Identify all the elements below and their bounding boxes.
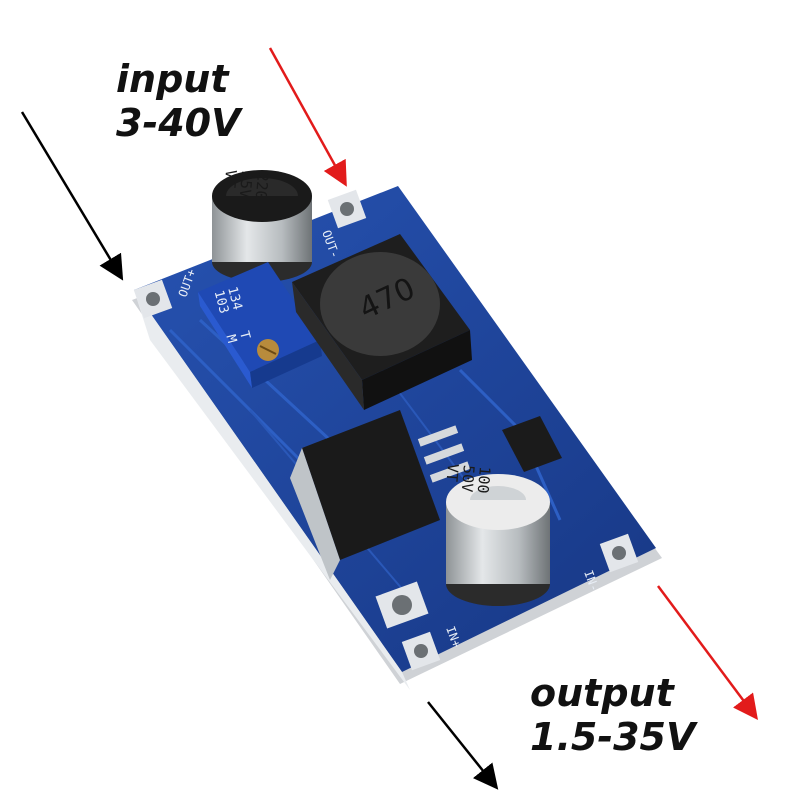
input-arrow [20,111,124,281]
regulator-ic [290,410,471,580]
trimmer-line3: T [236,330,253,342]
trimmer-line2: 103 [211,289,232,316]
trimmer-line1: 134 [224,285,245,312]
output-range: 1.5-35V [530,714,696,759]
red-arrow-bottom [656,585,758,721]
cap-small-line3: VT [443,463,463,483]
output-arrow [427,701,499,790]
silk-in-plus: IN+ [443,624,464,649]
inductor-470: 470 [292,234,472,410]
pad-in-minus [599,533,639,573]
schottky-diode [502,416,562,472]
capacitor-220uf: 220 35V VT [212,169,312,282]
cap-large-line3: VT [221,169,241,189]
pad-out-plus [133,279,173,319]
silk-in-minus: IN- [581,568,602,593]
pad-in-plus [375,581,441,671]
red-arrow-top [268,47,347,187]
input-title: input [116,57,229,101]
cap-large-line2: 35V [236,170,256,199]
capacitor-100uf: 100 50V VT [443,463,550,606]
cap-small-line2: 50V [458,464,478,493]
input-range: 3-40V [116,100,241,145]
cap-large-line1: 220 [252,172,272,201]
output-title: output [530,671,674,715]
output-annotation: output 1.5-35V [530,671,696,759]
trimmer-line4: M [223,333,240,345]
cap-small-line1: 100 [474,466,494,495]
pad-out-minus [327,189,367,229]
trimmer-potentiometer: 134 103 T M [198,262,322,388]
input-annotation: input 3-40V [116,57,241,145]
